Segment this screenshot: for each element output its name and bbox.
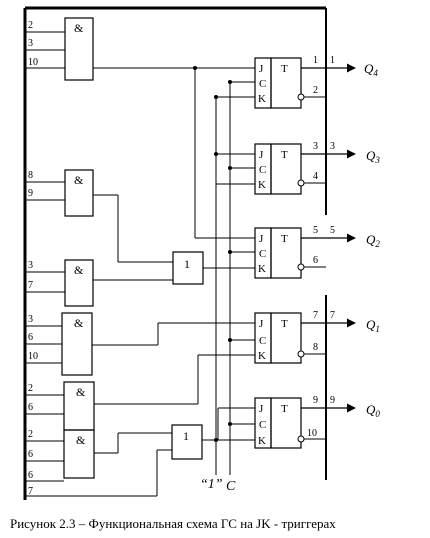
- k-label: K: [258, 263, 266, 275]
- or-gate-2: 1: [171, 424, 203, 460]
- c-label: C: [259, 78, 266, 90]
- line-label: 1: [330, 55, 335, 66]
- output-label: Q0: [366, 402, 380, 419]
- output-label: Q2: [366, 232, 380, 249]
- output-label: Q4: [364, 61, 378, 78]
- input-label: 6: [28, 449, 33, 460]
- input-label: 10: [28, 351, 38, 362]
- t-label: T: [281, 233, 288, 245]
- j-label: J: [259, 233, 264, 245]
- logic-one-label: “1”: [200, 477, 223, 492]
- t-label: T: [281, 403, 288, 415]
- k-label: K: [258, 350, 266, 362]
- input-label: 6: [28, 470, 33, 481]
- k-label: K: [258, 435, 266, 447]
- line-label: 5: [330, 225, 335, 236]
- and-gate-4: & 3 6 10: [25, 312, 93, 376]
- c-label: C: [259, 164, 266, 176]
- and-gate-5: & 2 6: [25, 381, 95, 431]
- flipflop-q2: J C K T 5 6 5 Q2: [254, 225, 380, 279]
- and-symbol: &: [76, 433, 86, 447]
- line-label: 3: [330, 141, 335, 152]
- output-pin-number: 10: [307, 428, 317, 439]
- input-label: 6: [28, 332, 33, 343]
- flipflop-q3: J C K T 3 4 3 Q3: [254, 141, 380, 195]
- t-label: T: [281, 318, 288, 330]
- output-label: Q3: [366, 148, 380, 165]
- flipflop-q1: J C K T 7 8 7 Q1: [254, 310, 380, 364]
- or-gate-1: 1: [172, 251, 204, 285]
- or-symbol: 1: [184, 257, 190, 271]
- k-label: K: [258, 179, 266, 191]
- and-gate-6: & 2 6: [25, 429, 95, 479]
- input-label: 6: [28, 402, 33, 413]
- and-symbol: &: [74, 316, 84, 330]
- and-symbol: &: [74, 263, 84, 277]
- input-label: 9: [28, 188, 33, 199]
- t-label: T: [281, 63, 288, 75]
- and-symbol: &: [74, 21, 84, 35]
- output-pin-number: 5: [313, 225, 318, 236]
- wiring: [92, 67, 255, 475]
- line-label: 7: [330, 310, 335, 321]
- input-label: 3: [28, 260, 33, 271]
- input-label: 10: [28, 57, 38, 68]
- output-pin-number: 2: [313, 85, 318, 96]
- and-symbol: &: [76, 385, 86, 399]
- input-label: 2: [28, 383, 33, 394]
- c-label: C: [259, 419, 266, 431]
- input-label: 2: [28, 20, 33, 31]
- output-pin-number: 6: [313, 255, 318, 266]
- input-label: 2: [28, 429, 33, 440]
- c-label: C: [259, 335, 266, 347]
- input-label: 8: [28, 170, 33, 181]
- output-pin-number: 3: [313, 141, 318, 152]
- external-inputs: 6 7: [25, 449, 172, 497]
- line-label: 9: [330, 395, 335, 406]
- output-pin-number: 9: [313, 395, 318, 406]
- input-label: 7: [28, 280, 33, 291]
- output-pin-number: 1: [313, 55, 318, 66]
- and-symbol: &: [74, 173, 84, 187]
- input-label: 3: [28, 314, 33, 325]
- output-pin-number: 4: [313, 171, 318, 182]
- j-label: J: [259, 63, 264, 75]
- figure-caption: Рисунок 2.3 – Функциональная схема ГС на…: [10, 516, 336, 531]
- output-pin-number: 7: [313, 310, 318, 321]
- flipflop-q4: J C K T 1 2 1 Q4: [254, 55, 378, 109]
- input-label: 7: [28, 486, 33, 497]
- output-pin-number: 8: [313, 342, 318, 353]
- input-label: 3: [28, 38, 33, 49]
- output-label: Q1: [366, 317, 380, 334]
- j-label: J: [259, 403, 264, 415]
- j-label: J: [259, 149, 264, 161]
- and-gate-1: & 2 3 10: [25, 17, 94, 81]
- and-gate-3: & 3 7: [25, 259, 94, 307]
- flipflop-q0: J C K T 9 10 9 Q0: [254, 395, 380, 449]
- k-label: K: [258, 93, 266, 105]
- c-label: C: [259, 248, 266, 260]
- clock-label: C: [226, 479, 236, 494]
- input-bus-frame: [23, 6, 327, 500]
- junction-dots: [193, 66, 232, 442]
- and-gate-2: & 8 9: [25, 169, 94, 217]
- or-symbol: 1: [183, 429, 189, 443]
- t-label: T: [281, 149, 288, 161]
- j-label: J: [259, 318, 264, 330]
